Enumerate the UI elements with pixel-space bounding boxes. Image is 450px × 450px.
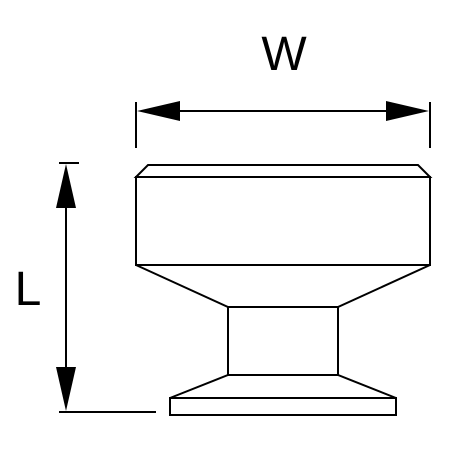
knob-neck xyxy=(227,306,339,376)
length-label: L xyxy=(15,263,42,316)
knob-base-plate xyxy=(169,397,397,416)
length-arrowhead-top xyxy=(56,164,76,208)
knob-outline xyxy=(133,164,433,416)
knob-taper xyxy=(135,264,431,308)
knob-head xyxy=(135,176,431,266)
length-arrowhead-bottom xyxy=(56,367,76,411)
length-dimension xyxy=(59,162,156,413)
knob-base-flare xyxy=(169,374,397,399)
knob-top-chamfer xyxy=(133,164,433,178)
width-dimension xyxy=(135,102,431,148)
width-arrowhead-left xyxy=(137,101,180,121)
width-arrowhead-right xyxy=(386,101,429,121)
width-label: W xyxy=(261,28,307,81)
